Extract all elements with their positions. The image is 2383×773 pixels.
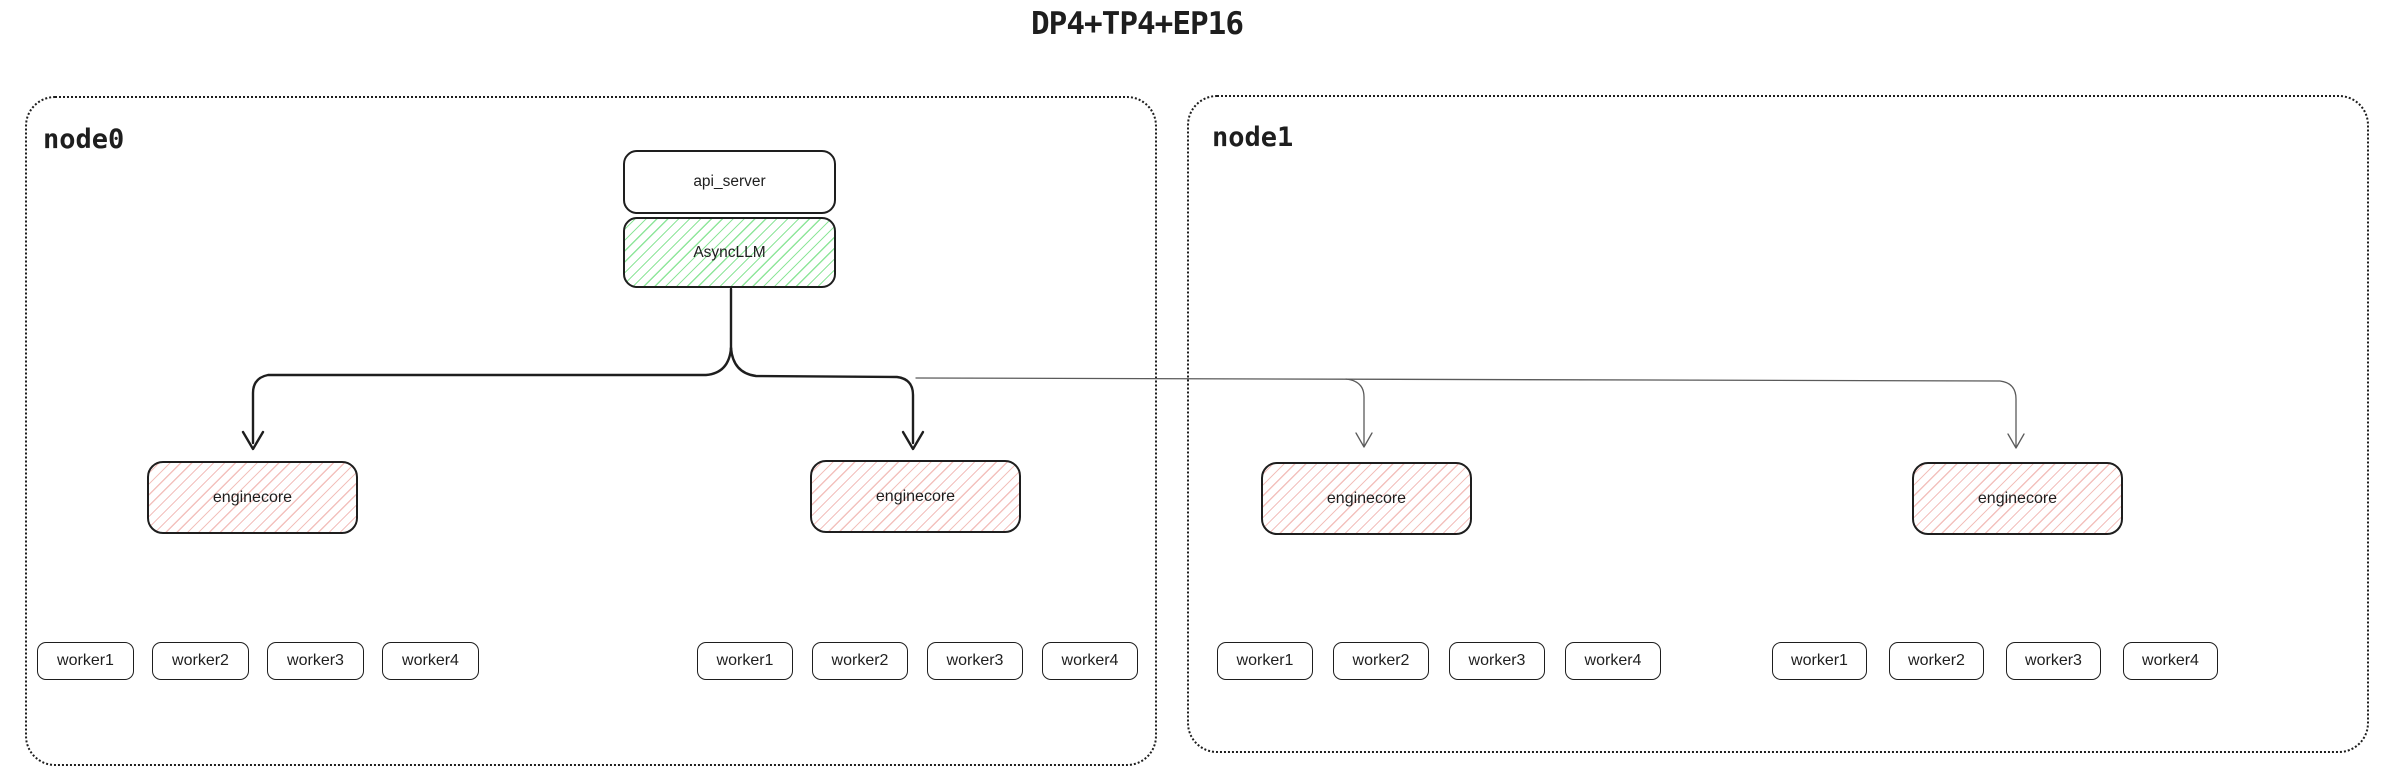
worker-group-node0-enginecore0: worker1 worker2 worker3 worker4: [37, 642, 479, 680]
worker-box: worker2: [1889, 642, 1984, 680]
enginecore-label: enginecore: [875, 487, 956, 505]
worker-box: worker1: [37, 642, 134, 680]
worker-box: worker1: [1772, 642, 1867, 680]
worker-box: worker3: [1449, 642, 1545, 680]
asyncllm-box: AsyncLLM: [623, 217, 836, 288]
enginecore-box: enginecore: [810, 460, 1021, 533]
worker-box: worker4: [2123, 642, 2218, 680]
worker-box: worker2: [812, 642, 908, 680]
api-server-label: api_server: [693, 173, 766, 190]
enginecore-box: enginecore: [1912, 462, 2123, 535]
node0-label: node0: [43, 124, 125, 155]
enginecore-label: enginecore: [212, 488, 293, 506]
worker-box: worker4: [1565, 642, 1661, 680]
worker-box: worker3: [267, 642, 364, 680]
enginecore-box: enginecore: [1261, 462, 1472, 535]
worker-box: worker3: [2006, 642, 2101, 680]
api-server-box: api_server: [623, 150, 836, 214]
worker-box: worker2: [152, 642, 249, 680]
enginecore-label: enginecore: [1326, 489, 1407, 507]
enginecore-box: enginecore: [147, 461, 358, 534]
node1-label: node1: [1212, 122, 1294, 153]
worker-box: worker2: [1333, 642, 1429, 680]
worker-box: worker1: [697, 642, 793, 680]
worker-group-node0-enginecore1: worker1 worker2 worker3 worker4: [697, 642, 1138, 680]
worker-box: worker1: [1217, 642, 1313, 680]
asyncllm-label: AsyncLLM: [693, 243, 766, 261]
diagram-title: DP4+TP4+EP16: [1031, 6, 1244, 42]
enginecore-label: enginecore: [1977, 489, 2058, 507]
worker-group-node1-enginecore0: worker1 worker2 worker3 worker4: [1217, 642, 1661, 680]
worker-group-node1-enginecore1: worker1 worker2 worker3 worker4: [1772, 642, 2218, 680]
worker-box: worker3: [927, 642, 1023, 680]
worker-box: worker4: [1042, 642, 1138, 680]
worker-box: worker4: [382, 642, 479, 680]
